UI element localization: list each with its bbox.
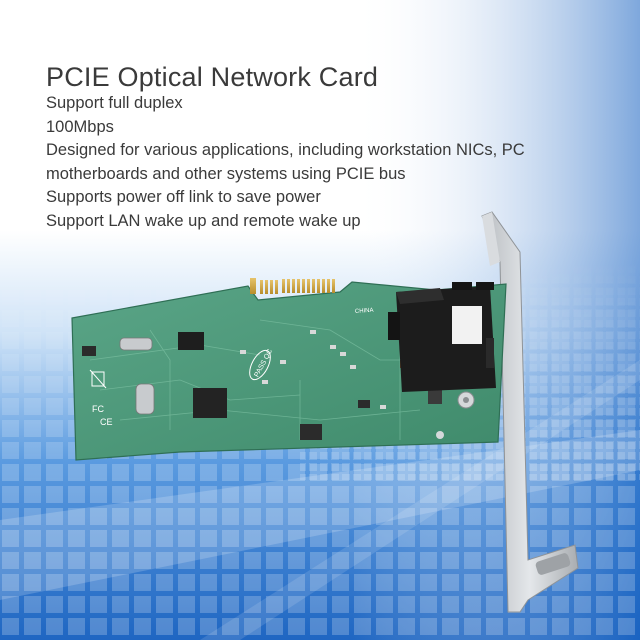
origin-marking: CHINA <box>355 308 374 315</box>
ce-mark-icon: CE <box>100 417 113 427</box>
crystal-oscillator <box>119 337 153 351</box>
weee-bin-icon <box>89 369 107 389</box>
dust-cap-label <box>452 306 482 344</box>
feature-item: Supports power off link to save power <box>46 188 321 207</box>
feature-list: Support full duplex 100Mbps Designed for… <box>46 92 566 234</box>
feature-item: Designed for various applications, inclu… <box>46 141 525 183</box>
sc-fiber-connector <box>388 282 496 392</box>
fcc-mark-icon: FC <box>92 404 104 414</box>
feature-item: Support full duplex <box>46 94 183 112</box>
svg-text:CE: CE <box>100 417 113 427</box>
feature-item: 100Mbps <box>46 117 114 136</box>
metal-bracket <box>481 211 579 613</box>
chip-small <box>178 332 204 350</box>
svg-text:FC: FC <box>92 404 104 414</box>
crystal-oscillator-2 <box>135 383 155 415</box>
controller-chip <box>193 388 227 418</box>
feature-item: Support LAN wake up and remote wake up <box>46 211 361 230</box>
product-title: PCIE Optical Network Card <box>46 62 379 93</box>
